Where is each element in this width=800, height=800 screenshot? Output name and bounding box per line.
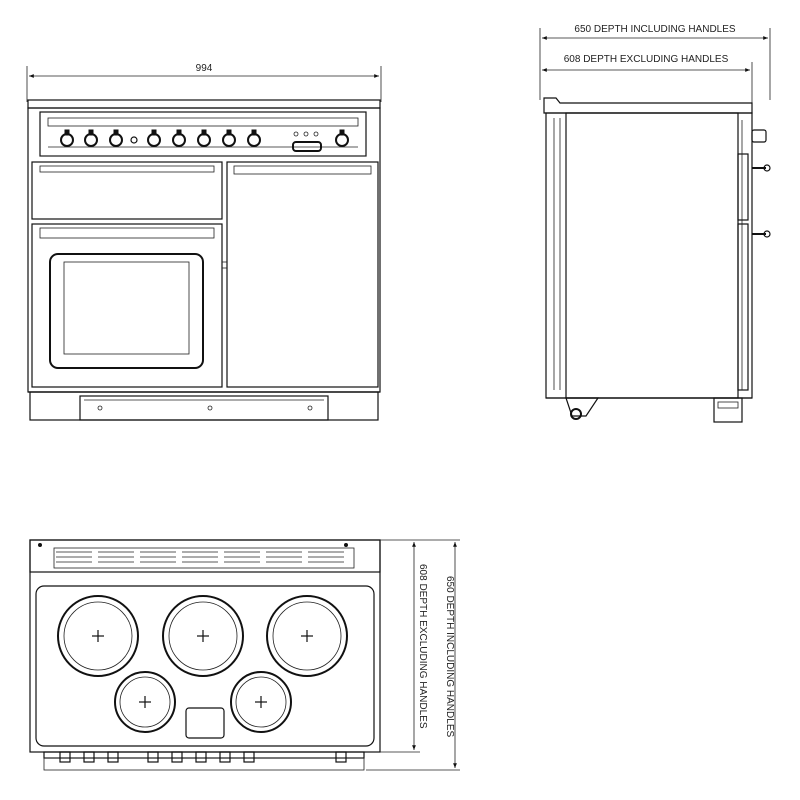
knob (109, 129, 123, 147)
side-depth-including-label: 650 DEPTH INCLUDING HANDLES (574, 24, 735, 35)
hob-zone (114, 671, 176, 733)
top-depth-excluding-dimension: 608 DEPTH EXCLUDING HANDLES (380, 539, 428, 753)
front-view: 994 (26, 63, 382, 421)
side-depth-excluding-dimension: 608 DEPTH EXCLUDING HANDLES (542, 54, 753, 104)
hob-zone (57, 595, 139, 677)
main-oven-door (31, 223, 223, 388)
top-depth-excluding-label: 608 DEPTH EXCLUDING HANDLES (417, 564, 428, 729)
knob (197, 129, 211, 147)
top-view: 608 DEPTH EXCLUDING HANDLES 650 DEPTH IN… (29, 539, 460, 771)
hob-zone (162, 595, 244, 677)
knob (172, 129, 186, 147)
side-door-front (737, 223, 749, 391)
side-panel (565, 112, 739, 399)
top-knob-row (43, 751, 365, 771)
hob-zone (230, 671, 292, 733)
vent-strip (29, 539, 381, 573)
top-depth-including-dimension: 650 DEPTH INCLUDING HANDLES (366, 539, 460, 771)
oven-window (49, 253, 204, 369)
knob (84, 129, 98, 147)
side-top-profile (543, 97, 753, 114)
hob-control-pad (185, 707, 225, 739)
front-width-dimension: 994 (26, 63, 382, 102)
knob (222, 129, 236, 147)
knob (335, 129, 349, 147)
knob (147, 129, 161, 147)
plinth (28, 391, 380, 421)
side-drawer-front (737, 153, 749, 221)
front-width-label: 994 (196, 63, 213, 74)
side-body (545, 112, 753, 399)
knob (247, 129, 261, 147)
top-depth-including-label: 650 DEPTH INCLUDING HANDLES (444, 576, 455, 737)
right-oven-door (222, 161, 379, 388)
clock-display (292, 131, 322, 152)
control-knobs (60, 129, 349, 152)
control-panel (39, 111, 367, 157)
side-depth-including-dimension: 650 DEPTH INCLUDING HANDLES (539, 24, 771, 100)
side-depth-excluding-label: 608 DEPTH EXCLUDING HANDLES (564, 54, 729, 65)
hob-surface (35, 585, 375, 747)
side-view: 650 DEPTH INCLUDING HANDLES 608 DEPTH EX… (539, 24, 771, 423)
indicator-light (130, 136, 138, 144)
side-front-foot (565, 397, 600, 417)
side-handles (751, 129, 771, 238)
left-top-drawer (31, 161, 223, 220)
knob (60, 129, 74, 147)
hob-zone (266, 595, 348, 677)
side-rear-foot (713, 397, 743, 423)
cooker-top-edge (27, 99, 381, 109)
